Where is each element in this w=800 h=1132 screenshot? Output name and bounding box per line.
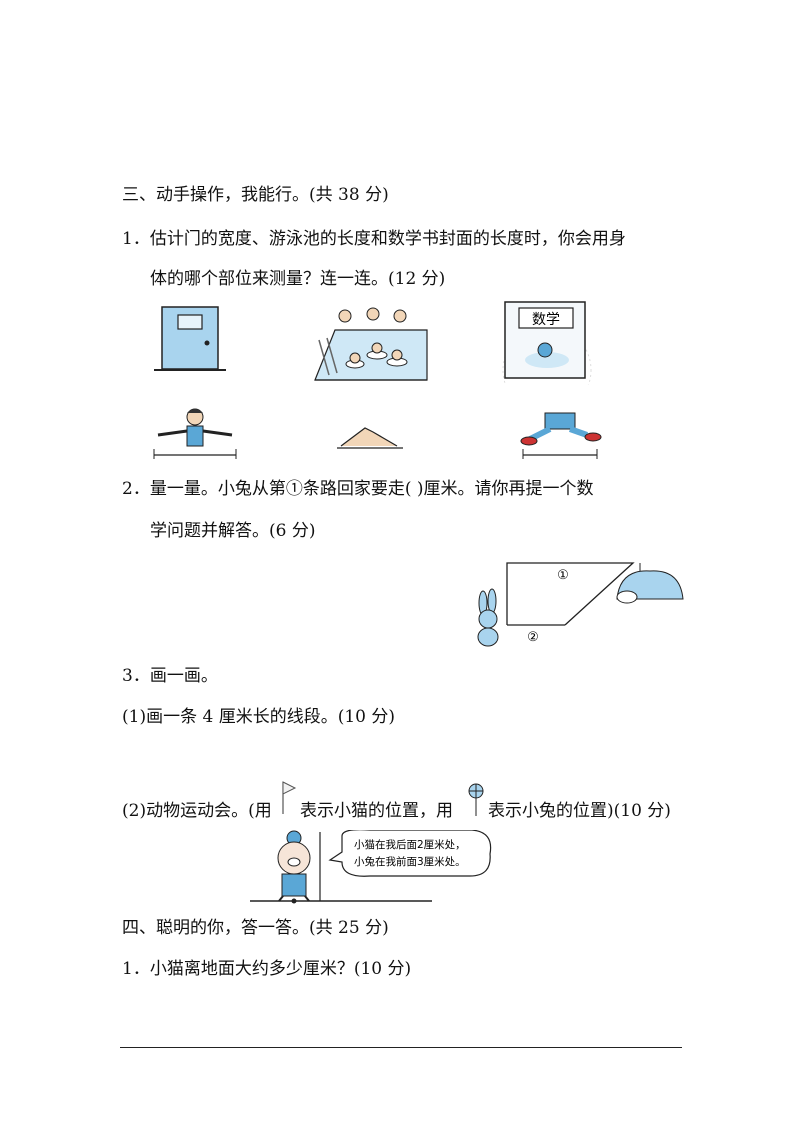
q3-title: 3．画一画。 [122, 666, 218, 686]
book-title: 数学 [532, 312, 560, 328]
section4-q1: 1．小猫离地面大约多少厘米？(10 分) [122, 959, 412, 979]
route-1-label: ① [557, 568, 569, 583]
pig-scene-illustration: 小猫在我后面2厘米处， 小兔在我前面3厘米处。 [250, 830, 492, 904]
footstep-illustration [520, 412, 602, 459]
hand-span-illustration [337, 427, 403, 449]
page-footer-rule [120, 1047, 682, 1048]
route-1-path [506, 562, 635, 626]
swimming-pool-illustration [314, 307, 428, 381]
section3-heading: 三、动手操作，我能行。(共 38 分) [122, 185, 389, 205]
door-illustration [154, 306, 226, 371]
pinwheel-icon [468, 783, 484, 816]
arm-span-illustration [153, 408, 237, 459]
q3-part2-text-b: 表示小猫的位置，用 [300, 801, 453, 821]
q3-part2-text-a: (2)动物运动会。(用 [122, 801, 272, 821]
q2-text-line2: 学问题并解答。(6 分) [150, 521, 316, 541]
flag-icon [282, 781, 297, 814]
rabbit-icon [477, 588, 499, 647]
bubble-line2: 小兔在我前面3厘米处。 [354, 855, 466, 868]
bubble-line1: 小猫在我后面2厘米处， [354, 838, 466, 851]
q3-part2-text-c: 表示小兔的位置)(10 分) [488, 801, 671, 821]
math-book-illustration: 数学 [502, 301, 592, 385]
q1-text-line1: 1．估计门的宽度、游泳池的长度和数学书封面的长度时，你会用身 [122, 229, 626, 249]
pig-icon [277, 830, 311, 902]
rabbit-route-diagram: ① ② [477, 562, 684, 647]
section4-heading: 四、聪明的你，答一答。(共 25 分) [122, 918, 389, 938]
route-2-label: ② [527, 630, 539, 645]
q2-text-line1: 2．量一量。小兔从第①条路回家要走( )厘米。请你再提一个数 [122, 479, 594, 499]
speech-bubble [328, 830, 492, 877]
q3-part1: (1)画一条 4 厘米长的线段。(10 分) [122, 707, 396, 727]
q1-text-line2: 体的哪个部位来测量？连一连。(12 分) [150, 269, 446, 289]
house-icon [616, 563, 684, 604]
